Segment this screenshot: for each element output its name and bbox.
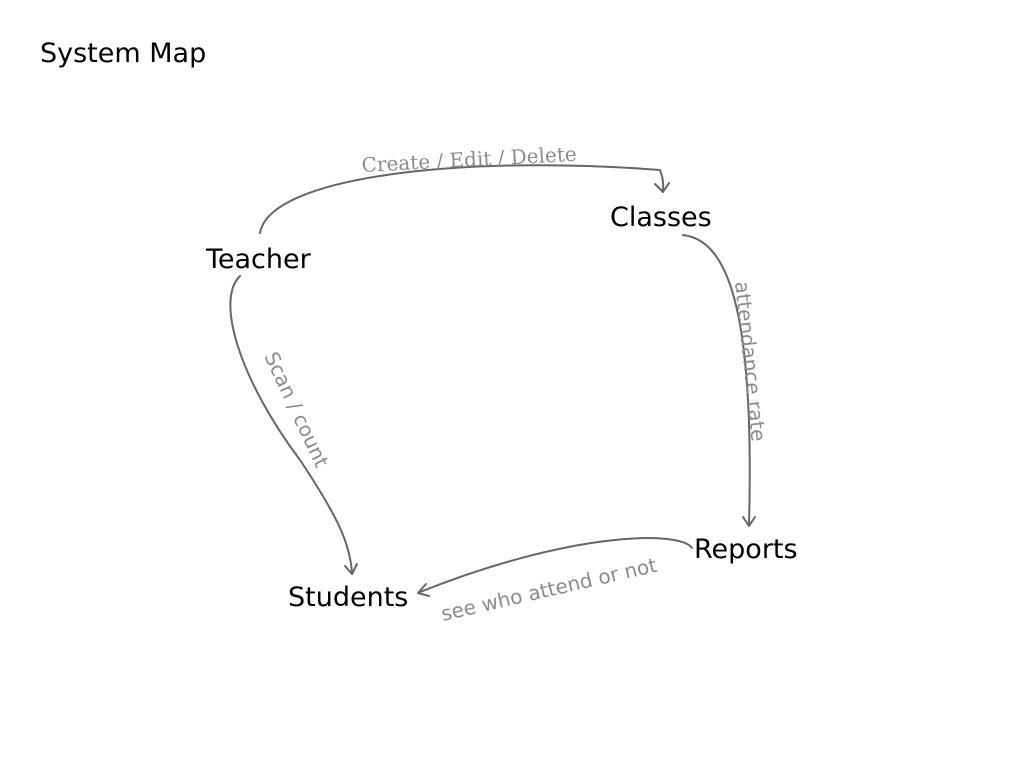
edge-reports-students-label: see who attend or not (439, 553, 659, 626)
edge-teacher-students-label: Scan / count (259, 348, 333, 471)
edge-teacher-students-arrowhead (344, 563, 358, 575)
edge-teacher-students: Scan / count (229, 275, 358, 575)
edge-classes-reports-arrowhead (742, 516, 756, 527)
page-title: System Map (40, 38, 206, 69)
node-teacher: Teacher (205, 244, 312, 275)
edge-classes-reports-line (682, 234, 751, 526)
node-classes: Classes (610, 202, 712, 233)
edge-classes-reports: attendance rate (682, 234, 771, 527)
edge-reports-students: see who attend or not (417, 537, 693, 626)
edge-teacher-classes-arrowhead (654, 182, 670, 193)
edge-teacher-classes-label: Create / Edit / Delete (361, 142, 577, 177)
edge-teacher-classes: Create / Edit / Delete (259, 142, 670, 234)
edge-reports-students-arrowhead (417, 583, 430, 597)
edge-classes-reports-label: attendance rate (730, 280, 771, 442)
edge-teacher-classes-line (259, 164, 665, 234)
node-students: Students (288, 582, 408, 613)
node-reports: Reports (694, 534, 798, 565)
edge-reports-students-line (419, 537, 693, 593)
edge-teacher-students-line (229, 275, 353, 574)
